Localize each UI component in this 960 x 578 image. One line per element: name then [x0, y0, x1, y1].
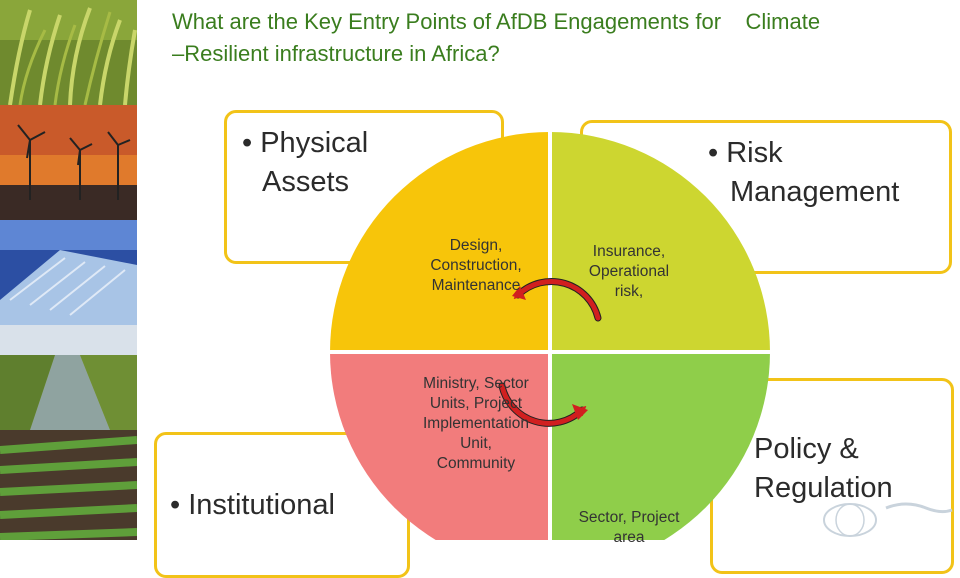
- institutional-label: • Institutional: [170, 486, 335, 525]
- crop-rows-photo: [0, 430, 138, 541]
- bullet: •: [708, 137, 719, 169]
- quad-line: Construction,: [430, 257, 522, 274]
- institutional-line-1: Institutional: [188, 489, 335, 521]
- circular-arrows-icon: [498, 278, 602, 427]
- quadrant-top-right: [550, 132, 770, 352]
- policy-regulation-label: Policy & Regulation: [754, 430, 893, 508]
- rice-field-photo: [0, 0, 137, 106]
- quad-line: Insurance,: [592, 243, 666, 260]
- quadrant-bottom-left-text: Ministry, Sector Units, Project Implemen…: [400, 374, 552, 474]
- quadrant-top-left: [330, 132, 550, 352]
- quadrant-top-right-text: Insurance, Operational risk,: [572, 242, 686, 302]
- quad-line: Design,: [449, 237, 503, 254]
- irrigation-canal-photo: [0, 325, 137, 430]
- physical-assets-line-2: Assets: [262, 166, 350, 198]
- solar-panels-photo: [0, 220, 137, 325]
- photo-strip: [0, 0, 138, 541]
- quad-line: risk,: [614, 283, 644, 300]
- afdb-logo: [823, 502, 953, 537]
- quad-line: Community: [436, 455, 516, 472]
- bullet: •: [170, 489, 181, 521]
- risk-management-label: • Risk Management: [708, 134, 899, 212]
- slide-title-line-1: What are the Key Entry Points of AfDB En…: [172, 6, 952, 38]
- quadrant-diagram: [330, 132, 770, 540]
- policy-regulation-line-1: Policy &: [754, 433, 859, 465]
- quad-line: Ministry, Sector: [423, 375, 529, 392]
- quadrant-top-left-text: Design, Construction, Maintenance: [414, 236, 538, 296]
- quad-line: Sector, Project: [578, 509, 680, 526]
- quad-line: Maintenance: [431, 277, 521, 294]
- slide-title: What are the Key Entry Points of AfDB En…: [172, 6, 952, 70]
- quadrant-bottom-right: [550, 352, 770, 540]
- risk-management-line-1: Risk: [726, 137, 783, 169]
- risk-management-line-2: Management: [730, 176, 900, 208]
- quad-line: Units, Project: [429, 395, 523, 412]
- quadrant-bottom-right-text: Sector, Project area: [562, 508, 696, 548]
- slide-title-line-2: –Resilient infrastructure in Africa?: [172, 41, 500, 66]
- title-text-1a: What are the Key Entry Points of AfDB En…: [172, 9, 722, 34]
- cycle-arrow-tip-1: [512, 286, 526, 300]
- physical-assets-line-1: Physical: [260, 127, 369, 159]
- physical-assets-label: • Physical Assets: [242, 124, 368, 202]
- bullet: •: [242, 127, 253, 159]
- quad-line: Unit,: [460, 435, 492, 452]
- quadrant-bottom-left: [330, 352, 550, 540]
- policy-regulation-line-2: Regulation: [754, 472, 893, 504]
- photo-strip-art: [0, 0, 138, 541]
- quad-line: area: [613, 529, 645, 546]
- cycle-arrow-tip-2: [572, 404, 588, 420]
- quad-line: Operational: [588, 263, 670, 280]
- quad-line: Implementation: [423, 415, 529, 432]
- title-text-1b: Climate: [745, 9, 821, 34]
- wind-turbines-photo: [0, 105, 137, 220]
